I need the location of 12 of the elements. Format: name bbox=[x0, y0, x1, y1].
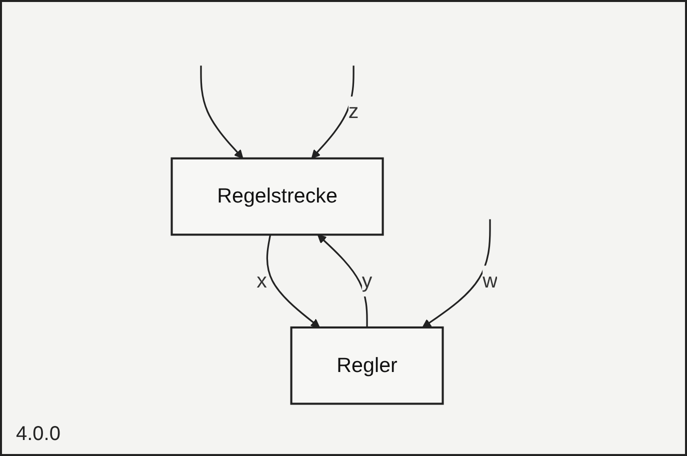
figure-number: 4.0.0 bbox=[16, 423, 60, 446]
edge-label: z bbox=[348, 100, 359, 124]
arrow bbox=[266, 234, 320, 328]
node-box: Regelstrecke bbox=[170, 157, 384, 236]
arrow bbox=[311, 66, 354, 159]
arrow bbox=[317, 234, 368, 328]
edge-label: x bbox=[256, 270, 267, 292]
arrow bbox=[200, 66, 244, 159]
node-box: Regler bbox=[290, 326, 444, 405]
edge-label: w bbox=[482, 270, 498, 292]
edge-label: y bbox=[362, 270, 372, 292]
arrow bbox=[422, 219, 491, 328]
